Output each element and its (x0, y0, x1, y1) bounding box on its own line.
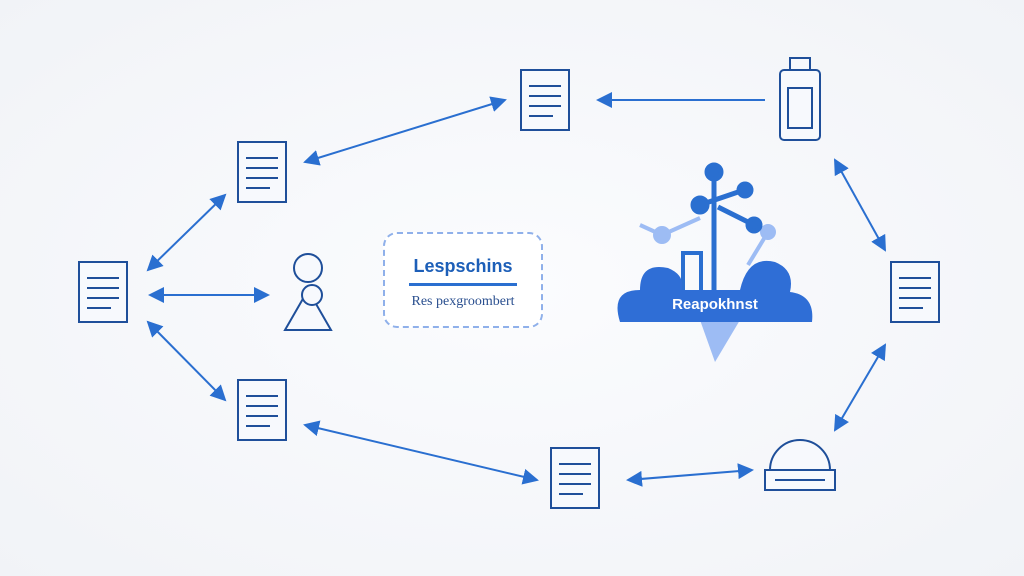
arrow (834, 158, 886, 252)
arrow (626, 463, 754, 487)
document-icon (78, 261, 128, 323)
board-icon (520, 69, 570, 131)
report-icon (550, 447, 600, 509)
device-icon (890, 261, 940, 323)
machine-icon (764, 439, 836, 491)
arrow (146, 320, 227, 402)
arrow (146, 193, 227, 272)
center-box-title: Lespschins (413, 256, 513, 276)
bottle-icon (779, 57, 821, 141)
diagram-document-icon (237, 141, 287, 203)
cloud-network-icon (617, 162, 813, 362)
divider (409, 283, 517, 286)
arrow (303, 420, 539, 485)
flask-icon (283, 253, 333, 331)
center-box-subtitle: Res pexgroombert (411, 294, 515, 309)
center-label-box: Lespschins Res pexgroombert (383, 232, 543, 328)
layout-document-icon (237, 379, 287, 441)
cloud-label: Reapokhnst (672, 296, 758, 313)
arrow (833, 343, 887, 432)
arrow (303, 96, 507, 166)
